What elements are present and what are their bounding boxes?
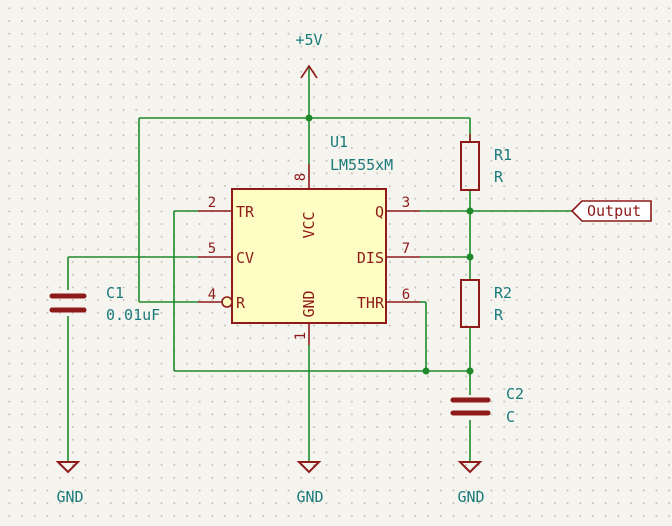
r2-value: R	[494, 306, 504, 324]
c1-capacitor[interactable]: C1 0.01uF	[49, 284, 160, 324]
u1-ic[interactable]: TR CV R Q DIS THR VCC GND 2 5 4 3 7 6 8 …	[198, 133, 420, 345]
pin-name-gnd: GND	[300, 290, 318, 317]
gnd-label: GND	[296, 488, 323, 506]
reset-inversion-bubble	[221, 296, 233, 308]
pin-num-4: 4	[208, 287, 216, 303]
pin-name-vcc: VCC	[300, 211, 318, 238]
junction-dot	[422, 367, 430, 375]
pin-name-cv: CV	[236, 249, 254, 267]
wires	[67, 66, 572, 462]
pin-name-tr: TR	[236, 203, 255, 221]
power-5v-label: +5V	[295, 31, 322, 49]
u1-reference: U1	[330, 133, 348, 151]
c2-value: C	[506, 408, 515, 426]
power-5v-symbol[interactable]: +5V	[295, 31, 323, 79]
u1-body	[231, 188, 387, 324]
junction-dot	[305, 114, 313, 122]
gnd-symbol-c1[interactable]: GND	[55, 461, 84, 506]
junction-dot	[466, 207, 474, 215]
gnd-label: GND	[457, 488, 484, 506]
pin-num-7: 7	[402, 241, 410, 257]
pin-name-r: R	[236, 294, 246, 312]
junctions	[305, 114, 474, 375]
r1-value: R	[494, 168, 504, 186]
gnd-symbol-c2[interactable]: GND	[457, 461, 485, 506]
c2-reference: C2	[506, 385, 524, 403]
c1-reference: C1	[106, 284, 124, 302]
junction-dot	[466, 367, 474, 375]
junction-dot	[466, 253, 474, 261]
pin-num-1: 1	[293, 332, 309, 340]
r1-reference: R1	[494, 146, 512, 164]
output-label-text: Output	[587, 202, 641, 220]
c2-capacitor[interactable]: C2 C	[450, 385, 524, 426]
pin-num-6: 6	[402, 287, 410, 303]
u1-value: LM555xM	[330, 156, 393, 174]
r1-resistor[interactable]: R1 R	[460, 134, 512, 191]
pin-num-8: 8	[293, 173, 309, 181]
pin-name-q: Q	[375, 203, 384, 221]
gnd-symbol-u1[interactable]: GND	[296, 461, 324, 506]
r2-resistor[interactable]: R2 R	[460, 279, 512, 328]
gnd-label: GND	[56, 488, 83, 506]
pin-num-3: 3	[402, 195, 410, 211]
c1-value: 0.01uF	[106, 306, 160, 324]
pin-num-5: 5	[208, 241, 216, 257]
pin-num-2: 2	[208, 195, 216, 211]
output-port-label[interactable]: Output	[570, 200, 652, 222]
pin-name-thr: THR	[357, 294, 385, 312]
r2-reference: R2	[494, 284, 512, 302]
pin-name-dis: DIS	[357, 249, 384, 267]
